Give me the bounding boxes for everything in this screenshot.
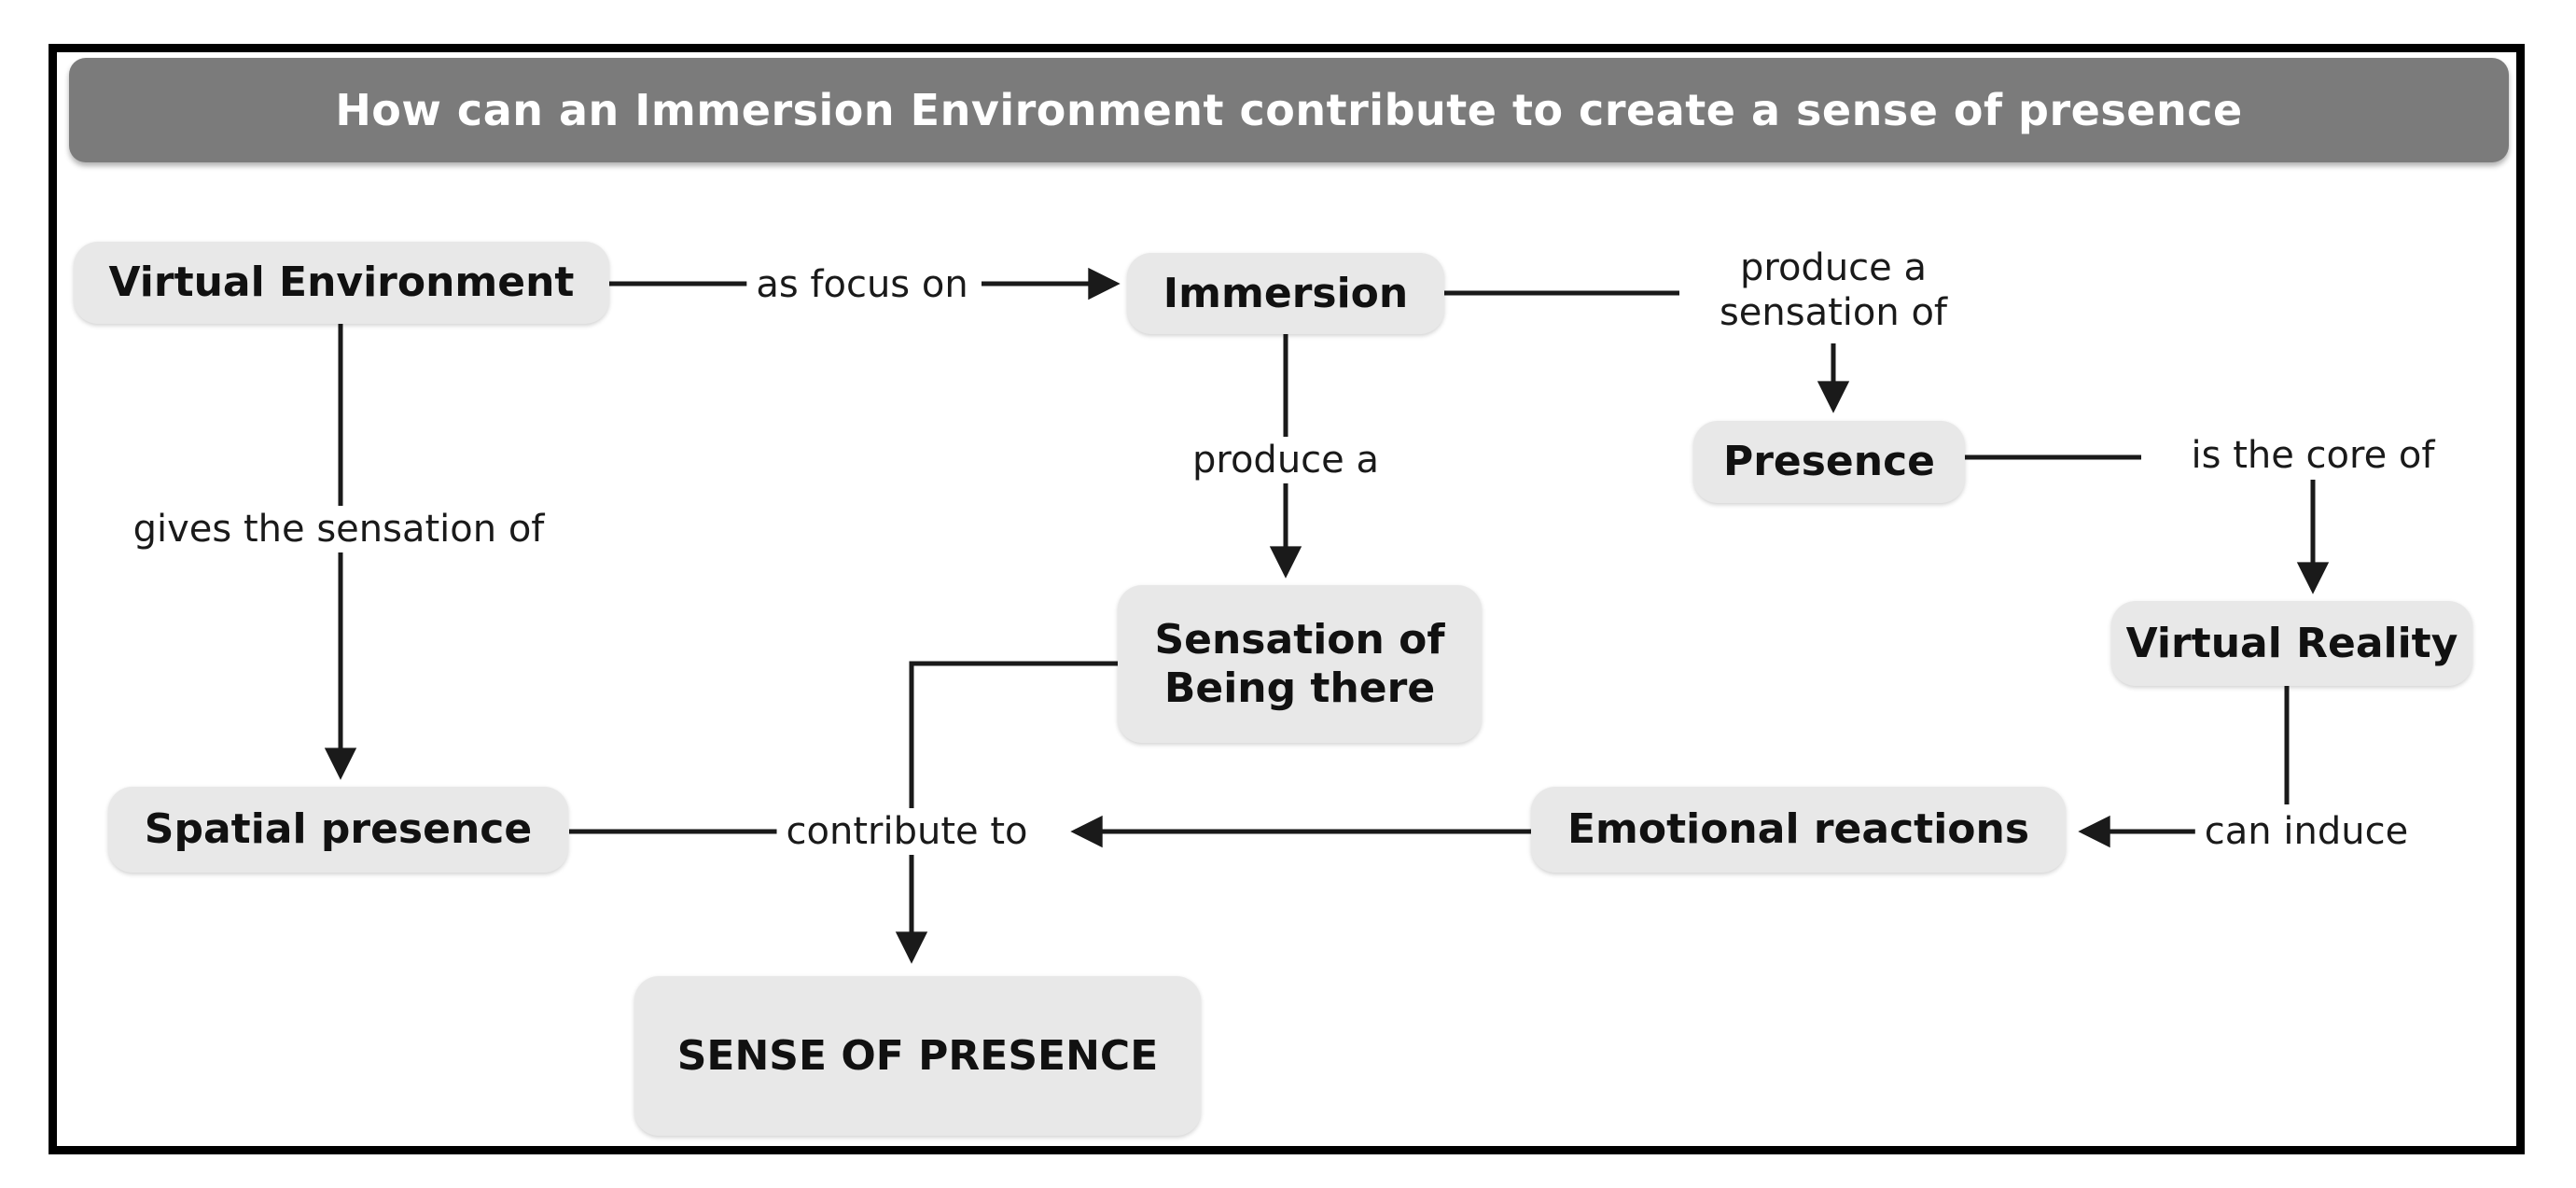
- node-sense-of-presence[interactable]: SENSE OF PRESENCE: [634, 976, 1201, 1136]
- node-label: SENSE OF PRESENCE: [676, 1031, 1159, 1080]
- diagram-title: How can an Immersion Environment contrib…: [335, 85, 2243, 135]
- node-label: Virtual Reality: [2125, 619, 2458, 667]
- node-virtual-reality[interactable]: Virtual Reality: [2111, 601, 2472, 686]
- edge-label-as-focus-on: as focus on: [746, 261, 978, 308]
- edge-label-gives-the-sensation-of: gives the sensation of: [123, 506, 554, 552]
- edge-sensation-to-sense-arrow: [895, 661, 1118, 964]
- node-label: Virtual Environment: [108, 259, 575, 307]
- edge-label-produce-a: produce a: [1183, 437, 1388, 483]
- node-label: Sensation of Being there: [1154, 615, 1445, 712]
- node-label: Spatial presence: [144, 805, 533, 854]
- node-label: Immersion: [1163, 269, 1409, 317]
- node-emotional-reactions[interactable]: Emotional reactions: [1531, 787, 2066, 873]
- edge-label-can-induce: can induce: [2194, 808, 2418, 855]
- edge-label-contribute-to: contribute to: [776, 808, 1037, 855]
- node-presence[interactable]: Presence: [1693, 421, 1965, 503]
- node-sensation-of-being-there[interactable]: Sensation of Being there: [1118, 585, 1482, 743]
- node-label: Presence: [1722, 438, 1936, 486]
- node-spatial-presence[interactable]: Spatial presence: [108, 787, 568, 873]
- title-bar: How can an Immersion Environment contrib…: [69, 58, 2509, 162]
- edge-label-is-the-core-of: is the core of: [2181, 432, 2444, 479]
- node-label: Emotional reactions: [1566, 805, 2030, 854]
- node-immersion[interactable]: Immersion: [1127, 253, 1444, 334]
- edge-label-produce-a-sensation-of: produce a sensation of: [1699, 244, 1968, 337]
- node-virtual-environment[interactable]: Virtual Environment: [74, 242, 609, 324]
